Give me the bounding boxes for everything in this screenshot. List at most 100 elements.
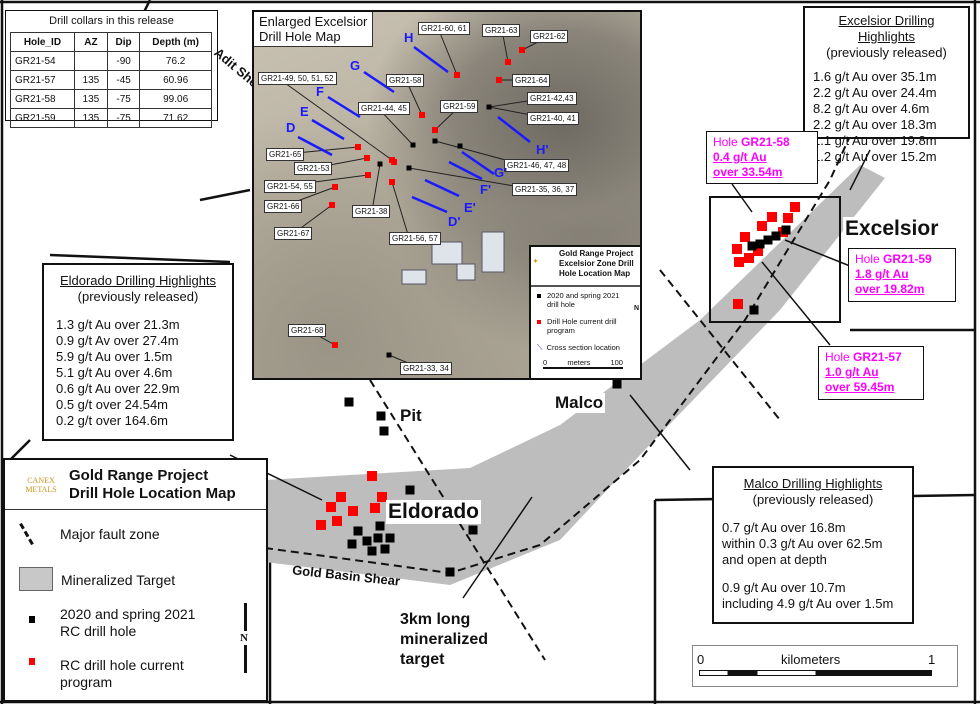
current-drill-hole: [744, 253, 754, 263]
previous-drill-hole: [781, 225, 791, 235]
current-drill-hole: [332, 342, 338, 348]
cross-section-line: [297, 135, 333, 157]
previous-drill-hole: [486, 104, 492, 110]
scale-start: 0: [697, 652, 705, 667]
excelsior-highlights-title: Excelsior Drilling: [838, 13, 935, 28]
previous-drill-hole: [380, 544, 390, 554]
cross-section-line: [363, 70, 395, 94]
drill-hole-label: GR21-66: [264, 200, 303, 213]
drill-hole-label: GR21-54, 55: [264, 180, 316, 193]
scale-end: 1: [928, 652, 936, 667]
legend-new1: RC drill hole current: [60, 657, 184, 673]
drill-hole-label: GR21-65: [266, 148, 305, 161]
previous-drill-hole: [386, 352, 392, 358]
cross-section-label: E': [464, 200, 476, 215]
cross-section-label: H': [536, 142, 549, 157]
previous-drill-hole: [373, 533, 383, 543]
inset-scale-start: 0: [543, 358, 548, 367]
target-line3: target: [400, 651, 445, 668]
inset-drill-graphics: [277, 27, 551, 369]
drill-hole-label: GR21-64: [512, 74, 551, 87]
logo-line2: METALS: [25, 484, 57, 494]
cross-section-line: [411, 195, 448, 214]
canex-logo: ✦: [533, 259, 539, 265]
inset-legend-item2b: program: [547, 326, 575, 335]
callout-grade: 1.8 g/t Au: [855, 267, 909, 281]
table-cell: -75: [106, 108, 141, 128]
current-drill-hole: [389, 179, 395, 185]
table-cell: -75: [106, 89, 141, 109]
previous-drill-hole: [405, 485, 415, 495]
inset-legend-item2a: Drill Hole current drill: [547, 317, 617, 326]
inset-legend-title3: Hole Location Map: [559, 269, 631, 278]
highlight-item: 1.3 g/t Au over 21.3m: [56, 317, 180, 332]
table-header: AZ: [73, 32, 108, 52]
callout-interval: over 19.82m: [855, 282, 925, 296]
callout-interval: over 59.45m: [825, 380, 895, 394]
callout-grade: 1.0 g/t Au: [825, 365, 879, 379]
legend-old1: 2020 and spring 2021: [60, 606, 196, 622]
previous-drill-hole: [362, 536, 372, 546]
leader-line: [371, 163, 381, 212]
inset-north-arrow-icon: N: [633, 305, 639, 312]
inset-legend-title1: Gold Range Project: [559, 249, 634, 258]
callout-hole: Hole: [713, 135, 742, 149]
table-cell: 76.2: [139, 51, 212, 71]
highlight-item: 0.6 g/t Au over 22.9m: [56, 381, 180, 396]
drill-hole-label: GR21-59: [440, 100, 479, 113]
legend-title2: Drill Hole Location Map: [69, 484, 236, 502]
highlight-item: 0.2 g/t over 164.6m: [56, 413, 169, 428]
highlight-item: 0.9 g/t Au over 10.7m: [722, 580, 846, 595]
current-drill-hole: [505, 59, 511, 65]
previous-drill-hole: [468, 525, 478, 535]
cross-section-line: [311, 118, 345, 141]
table-cell: 99.06: [139, 89, 212, 109]
drill-hole-label: GR21-67: [274, 227, 313, 240]
cross-section-label: G': [494, 165, 508, 180]
drill-collars-title: Drill collars in this release: [49, 15, 174, 27]
table-cell: 135: [73, 108, 108, 128]
north-arrow-icon: [244, 603, 247, 673]
table-cell: GR21-54: [10, 51, 75, 71]
previous-drill-hole: [763, 235, 773, 245]
inset-legend-item1b: drill hole: [547, 300, 575, 309]
fault-symbol-icon: [19, 522, 34, 546]
inset-scale-end: 100: [610, 358, 623, 367]
highlight-item: including 4.9 g/t Au over 1.5m: [722, 596, 894, 611]
highlight-item: 1.1 g/t Au over 19.8m: [813, 133, 937, 148]
previous-drill-hole: [612, 379, 622, 389]
cross-section-label: G: [350, 58, 361, 73]
cross-section-line: [497, 116, 531, 143]
highlight-item: 5.1 g/t Au over 4.6m: [56, 365, 173, 380]
drill-hole-label: GR21-62: [530, 30, 569, 43]
current-drill-hole: [329, 202, 335, 208]
previous-drill-hole: [406, 165, 412, 171]
inset-title-line1: Enlarged Excelsior: [259, 14, 368, 29]
callout-hole: Hole: [825, 350, 854, 364]
current-drill-hole: [365, 172, 371, 178]
drill-hole-label: GR21-68: [288, 324, 327, 337]
table-header: Hole_ID: [10, 32, 75, 52]
highlight-item: 1.2 g/t Au over 15.2m: [813, 149, 937, 164]
scale-bar: 0 kilometers 1: [692, 645, 958, 687]
current-drill-hole: [790, 202, 800, 212]
callout-id: GR21-59: [883, 252, 932, 266]
current-drill-hole: [753, 246, 763, 256]
cross-section-line: [413, 45, 449, 74]
callout-id: GR21-57: [853, 350, 902, 364]
current-drill-hole: [316, 520, 326, 530]
current-drill-hole: [454, 72, 460, 78]
highlight-item: and open at depth: [722, 552, 827, 567]
current-drill-hole: [740, 232, 750, 242]
malco-label: Malco: [553, 393, 606, 413]
previous-drill-hole: [771, 231, 781, 241]
current-drill-hole: [377, 492, 387, 502]
highlight-item: 2.2 g/t Au over 24.4m: [813, 85, 937, 100]
cross-section-line: [424, 178, 460, 198]
